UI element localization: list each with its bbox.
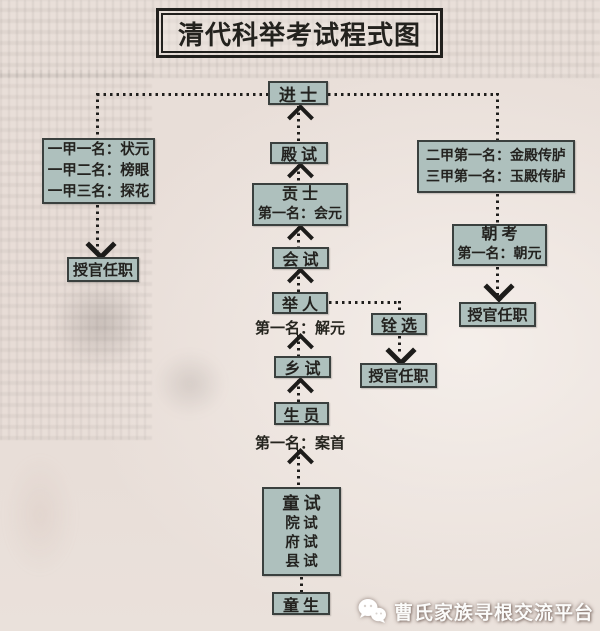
dotted-line-juren-quanxuan <box>329 301 399 304</box>
dotted-line-jinshi-to-right <box>328 93 498 96</box>
note-anshou: 第一名：案首 <box>254 436 345 452</box>
dotted-line-huishi-gongshi <box>297 227 300 247</box>
node-jinshi: 进 士 <box>268 81 328 105</box>
node-chaokao-note: 第一名：朝元 <box>457 247 542 262</box>
dotted-line-quanxuan-appoint <box>398 336 401 354</box>
node-dianshi: 殿 试 <box>270 142 328 164</box>
node-quanxuan: 铨 选 <box>371 313 427 335</box>
dotted-line-right-elbow <box>496 93 499 140</box>
node-second-third-ranks: 二甲第一名：金殿传胪 三甲第一名：玉殿传胪 <box>417 140 575 193</box>
node-gongshi-note: 第一名：会元 <box>258 206 342 222</box>
node-huishi: 会 试 <box>272 247 329 269</box>
arrow-up-icon <box>287 104 314 131</box>
node-chaokao-title: 朝 考 <box>481 226 518 243</box>
dotted-line-dianshi-jinshi <box>297 106 300 142</box>
node-tongshi-item: 县 试 <box>285 553 318 570</box>
watermark: 曹氏家族寻根交流平台 <box>357 596 594 626</box>
paper-smudge <box>140 338 240 430</box>
dotted-line-xiangshi-juren <box>297 335 300 356</box>
node-tongshi-item: 府 试 <box>285 534 318 551</box>
node-gongshi: 贡 士 第一名：会元 <box>252 183 348 226</box>
paper-texture-left <box>0 70 152 440</box>
node-tongsheng: 童 生 <box>272 592 330 615</box>
node-chaokao: 朝 考 第一名：朝元 <box>452 224 547 266</box>
page-title: 清代科举考试程式图 <box>161 13 438 53</box>
node-tongshi-item: 院 试 <box>285 515 318 532</box>
chat-bubbles-icon <box>358 599 386 623</box>
paper-smudge <box>0 430 90 600</box>
arrow-down-icon <box>483 271 515 303</box>
diagram-title-box: 清代科举考试程式图 <box>156 8 443 58</box>
node-appointment-right: 授官任职 <box>459 302 536 327</box>
node-first-class-ranks: 一甲一名：状元 一甲二名：榜眼 一甲三名：探花 <box>42 138 155 204</box>
dotted-line-left-elbow <box>96 93 99 138</box>
watermark-label: 曹氏家族寻根交流平台 <box>393 602 594 624</box>
node-tongshi: 童 试 院 试 府 试 县 试 <box>262 487 341 576</box>
dotted-line-secondthird-chaokao <box>496 194 499 224</box>
node-juren: 举 人 <box>272 292 328 314</box>
dotted-line-chaokao-appoint <box>496 267 499 295</box>
dotted-line-juren-huishi <box>297 270 300 292</box>
arrow-down-icon <box>85 229 117 261</box>
dotted-line-jinshi-to-left <box>97 93 268 96</box>
dotted-line-shengyuan-xiangshi <box>297 380 300 402</box>
arrow-up-icon <box>287 377 314 404</box>
node-xiangshi: 乡 试 <box>274 356 331 378</box>
dotted-line-quanxuan-elbow <box>398 301 401 313</box>
arrow-down-icon <box>385 335 417 367</box>
dotted-line-tongshi-shengyuan <box>297 450 300 487</box>
rank-line: 一甲二名：榜眼 <box>47 162 150 179</box>
arrow-up-icon <box>287 267 314 294</box>
dotted-line-tongsheng-tongshi <box>300 577 303 592</box>
rank-line: 一甲三名：探花 <box>47 183 150 200</box>
node-gongshi-title: 贡 士 <box>281 185 318 203</box>
rank-line: 一甲一名：状元 <box>47 141 150 158</box>
node-appointment-quanxuan: 授官任职 <box>360 363 437 388</box>
rank-line: 二甲第一名：金殿传胪 <box>426 148 566 164</box>
rank-line: 三甲第一名：玉殿传胪 <box>426 169 566 185</box>
dotted-line-gongshi-dianshi <box>297 165 300 183</box>
node-tongshi-title: 童 试 <box>282 493 321 513</box>
node-shengyuan: 生 员 <box>274 402 329 425</box>
dotted-line-firstclass-appoint <box>96 205 99 251</box>
note-jieyuan: 第一名：解元 <box>254 321 345 337</box>
node-appointment-left: 授官任职 <box>67 257 139 282</box>
